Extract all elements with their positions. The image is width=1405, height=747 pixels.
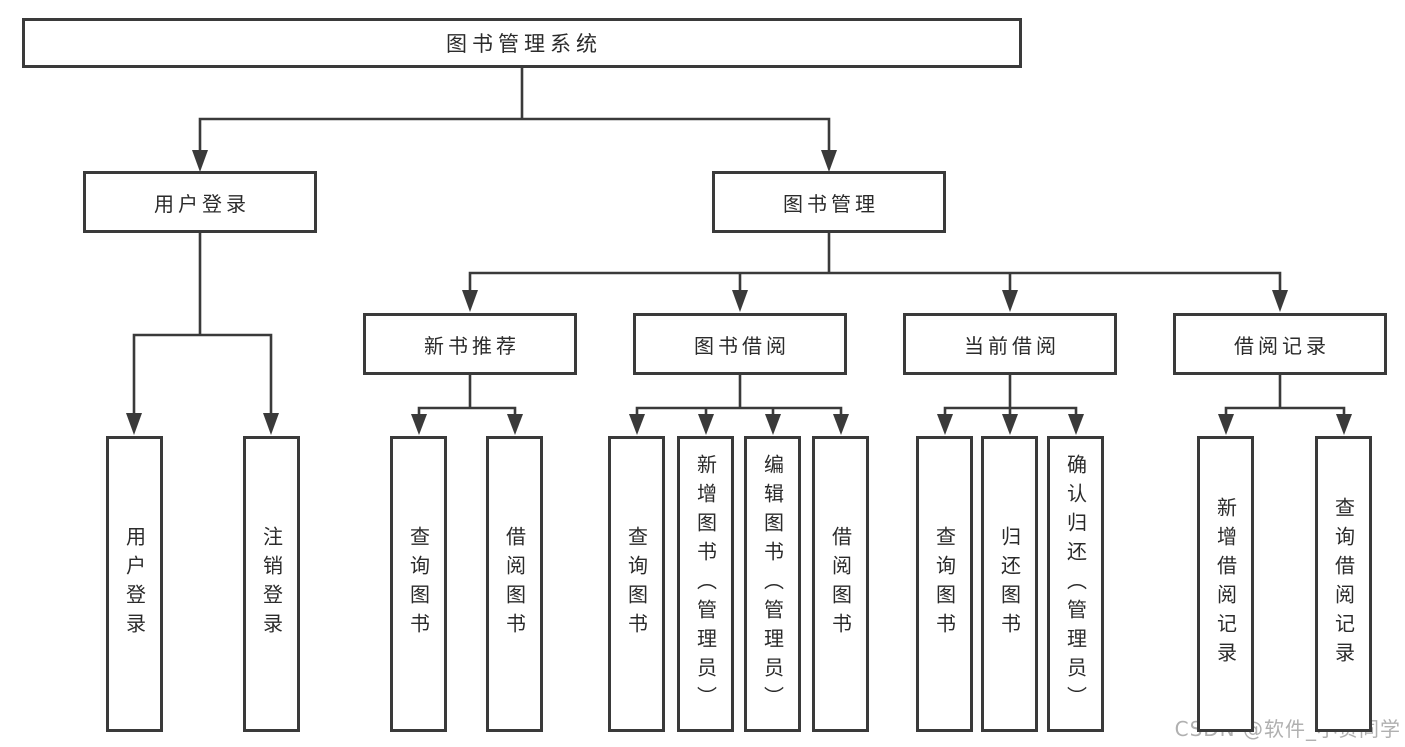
node-book-management: 图书管理 xyxy=(712,171,946,233)
node-current-borrow: 当前借阅 xyxy=(903,313,1117,375)
leaf-cb-confirm-return-admin: 确认归还（管理员） xyxy=(1047,436,1104,732)
leaf-nbr-query-book: 查询图书 xyxy=(390,436,447,732)
connector-book-management-to-level3 xyxy=(462,233,1288,312)
connector-new-book-recommend-to-leaves xyxy=(411,375,523,435)
node-new-book-recommend: 新书推荐 xyxy=(363,313,577,375)
leaf-bb-add-book-admin: 新增图书（管理员） xyxy=(677,436,734,732)
leaf-bb-query-book: 查询图书 xyxy=(608,436,665,732)
node-root-library-system: 图书管理系统 xyxy=(22,18,1022,68)
connector-root-to-level2 xyxy=(192,68,837,172)
leaf-logout-login: 注销登录 xyxy=(243,436,300,732)
node-borrow-records: 借阅记录 xyxy=(1173,313,1387,375)
connector-user-login-to-leaves xyxy=(126,233,279,435)
leaf-user-login: 用户登录 xyxy=(106,436,163,732)
node-user-login: 用户登录 xyxy=(83,171,317,233)
leaf-cb-return-book: 归还图书 xyxy=(981,436,1038,732)
leaf-cb-query-book: 查询图书 xyxy=(916,436,973,732)
connector-current-borrow-to-leaves xyxy=(937,375,1084,435)
leaf-br-query-record: 查询借阅记录 xyxy=(1315,436,1372,732)
leaf-bb-edit-book-admin: 编辑图书（管理员） xyxy=(744,436,801,732)
node-book-borrow: 图书借阅 xyxy=(633,313,847,375)
connector-book-borrow-to-leaves xyxy=(629,375,849,435)
leaf-br-add-record: 新增借阅记录 xyxy=(1197,436,1254,732)
leaf-bb-borrow-book: 借阅图书 xyxy=(812,436,869,732)
leaf-nbr-borrow-book: 借阅图书 xyxy=(486,436,543,732)
connector-borrow-records-to-leaves xyxy=(1218,375,1352,435)
